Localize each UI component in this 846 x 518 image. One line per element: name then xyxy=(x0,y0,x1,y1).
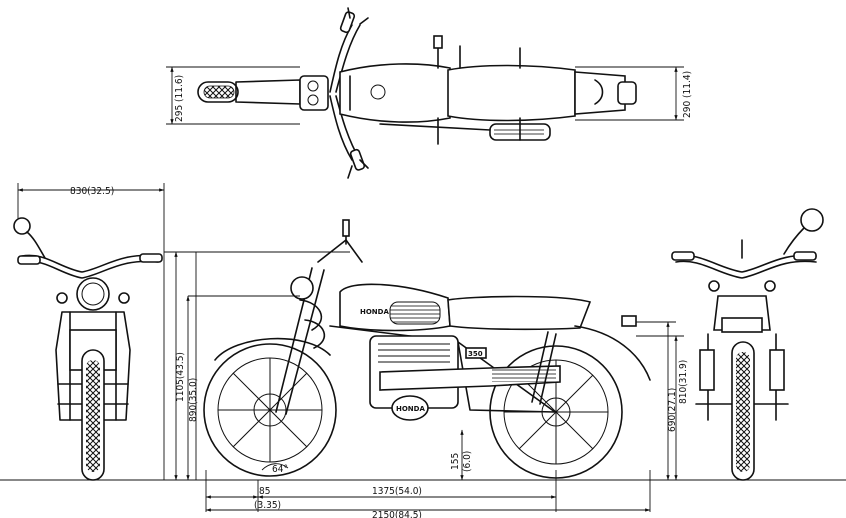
svg-text:1375(54.0): 1375(54.0) xyxy=(372,486,422,497)
engine-badge: 350 xyxy=(468,350,483,358)
side-headlight xyxy=(290,276,314,300)
handlebar-height: 890 xyxy=(188,405,199,422)
wheelbase: 1375 xyxy=(372,486,395,497)
front-handlebar xyxy=(21,254,159,273)
rear-view xyxy=(671,208,824,481)
overall-height-in: (43.5) xyxy=(175,352,186,379)
caster-angle: 64° xyxy=(272,464,288,475)
rear-fender xyxy=(574,325,651,381)
side-seat xyxy=(447,295,592,331)
front-fender xyxy=(214,337,331,361)
front-view: 830(32.5) xyxy=(0,183,846,481)
top-front-fender xyxy=(235,79,301,105)
top-front-width: 295 xyxy=(174,105,185,122)
svg-text:830(32.5): 830(32.5) xyxy=(70,186,114,197)
handlebar-height-in: (35.0) xyxy=(188,378,199,405)
top-taillight xyxy=(617,81,637,105)
overall-length: 2150 xyxy=(372,510,395,518)
ground-clearance: 155 xyxy=(450,453,461,470)
svg-text:1105(43.5): 1105(43.5) xyxy=(175,352,186,402)
top-fuel-tank xyxy=(339,63,451,123)
tank-knee-pad xyxy=(389,301,441,325)
svg-text:2150(84.5): 2150(84.5) xyxy=(372,510,422,518)
overall-height: 1105 xyxy=(175,379,186,402)
svg-text:890(35.0): 890(35.0) xyxy=(188,378,199,422)
top-rear-fender xyxy=(574,71,626,115)
top-rear-width: 290 xyxy=(682,101,693,118)
svg-text:155: 155 xyxy=(450,453,461,470)
top-view: 295 (11.6) 290 (11.4) xyxy=(166,7,693,179)
seat-height-in: (31.9) xyxy=(678,360,689,387)
top-rear-width-in: (11.4) xyxy=(682,71,693,98)
front-overhang: 85 xyxy=(259,486,270,497)
svg-text:810(31.9): 810(31.9) xyxy=(678,360,689,404)
top-front-width-in: (11.6) xyxy=(174,75,185,102)
front-left-mirror xyxy=(13,217,31,235)
overall-width: 830 xyxy=(70,186,87,197)
rear-handlebar xyxy=(675,254,817,273)
seat-height: 810 xyxy=(678,387,689,404)
rear-height-in: (27.1) xyxy=(667,388,678,415)
svg-text:290 (11.4): 290 (11.4) xyxy=(682,71,693,118)
rear-shock xyxy=(531,331,557,405)
wheelbase-in: (54.0) xyxy=(395,486,422,497)
svg-text:295 (11.6): 295 (11.6) xyxy=(174,75,185,122)
side-handlebar xyxy=(317,239,363,263)
rear-right-mirror xyxy=(800,208,824,232)
rear-height: 690 xyxy=(667,415,678,432)
rear-taillight xyxy=(721,317,763,333)
side-taillight xyxy=(621,315,637,327)
svg-text:690(27.1): 690(27.1) xyxy=(667,388,678,432)
overall-width-in: (32.5) xyxy=(87,186,114,197)
tank-brand: HONDA xyxy=(360,308,389,316)
top-seat xyxy=(447,64,576,122)
side-view: HONDA 350 HONDA 1105(43.5) 890(35.0) xyxy=(164,219,689,518)
front-overhang-in: (3.35) xyxy=(254,500,281,511)
engine-brand: HONDA xyxy=(396,405,425,413)
ground-clearance-in: (6.0) xyxy=(462,451,473,472)
svg-text:(6.0): (6.0) xyxy=(462,451,473,472)
top-handlebar-lower xyxy=(329,95,353,161)
overall-length-in: (84.5) xyxy=(395,510,422,518)
